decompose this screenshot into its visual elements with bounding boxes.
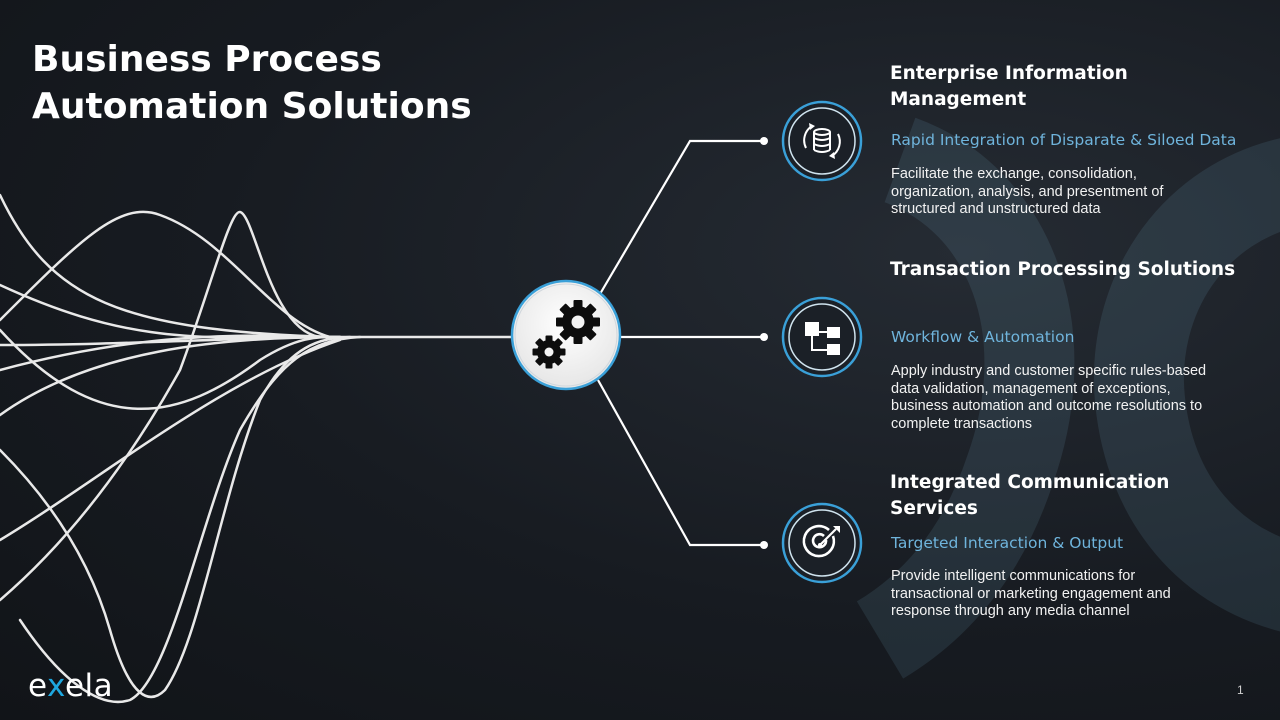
exela-logo: exela [28,668,113,704]
service-integrated-communication-services: Integrated Communication Services Target… [890,470,1250,619]
service-subheading: Rapid Integration of Disparate & Siloed … [891,131,1237,149]
service-subheading: Targeted Interaction & Output [891,534,1124,552]
service-heading: Enterprise Information Management [890,63,1128,110]
service-heading: Transaction Processing Solutions [890,259,1236,280]
service-enterprise-information-management: Enterprise Information Management Rapid … [890,61,1250,217]
service-description: Provide intelligent communications for t… [891,568,1171,619]
connector-bottom [597,379,764,547]
service-subheading: Workflow & Automation [891,328,1075,346]
connector-dot-top [760,137,768,145]
service-description: Apply industry and customer specific rul… [891,363,1207,432]
logo-accent-letter: x [47,668,65,704]
connector-lines [597,139,764,547]
connector-dot-middle [760,333,768,341]
connector-top [599,139,764,295]
connector-dot-bottom [760,541,768,549]
service-heading: Integrated Communication Services [890,472,1170,519]
service-transaction-processing-solutions: Transaction Processing Solutions Workflo… [890,257,1250,432]
background-watermark [856,117,1280,679]
service-description: Facilitate the exchange, consolidation, … [891,166,1164,217]
logo-text: exela [28,668,114,704]
slide-title: Business Process Automation Solutions [32,39,472,127]
flowing-lines [0,193,517,704]
gears-icon [510,279,622,391]
page-number: 1 [1237,683,1244,697]
workflow-icon [781,296,863,378]
target-icon [781,502,863,584]
database-sync-icon [781,100,863,182]
